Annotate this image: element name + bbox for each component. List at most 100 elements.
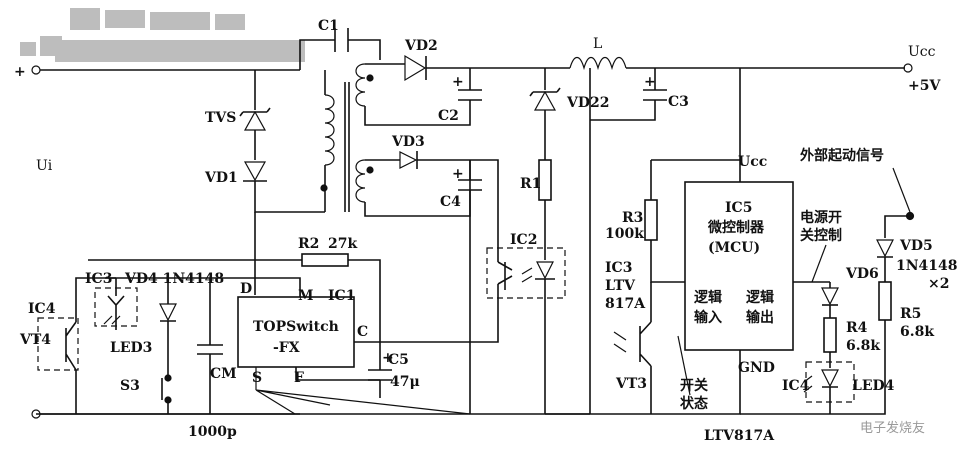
c3-label: C3 (668, 94, 689, 110)
vd4-label: VD4 1N4148 (124, 271, 224, 287)
cm-capacitor (197, 278, 223, 414)
secondary2-dot (366, 166, 374, 174)
sw-state-1: 开关 (680, 377, 708, 394)
ic2-label: IC2 (510, 232, 537, 248)
r2-value: 27k (328, 236, 357, 252)
v5-label: +5V (908, 78, 941, 94)
c2-plus: + (452, 74, 464, 90)
tvs-label: TVS (205, 110, 236, 126)
vd5-x2: ×2 (928, 276, 949, 292)
pin-m-label: M (298, 288, 314, 304)
pin-s-label: S (252, 370, 262, 386)
input-plus-label: + (14, 64, 26, 80)
vt4-label: VT4 (19, 332, 51, 348)
vd4-diode (159, 278, 177, 372)
ic3b-label: IC3 (605, 260, 632, 276)
logic-out-2: 输出 (746, 309, 774, 326)
ic2-led (535, 261, 555, 280)
logic-in-1: 逻辑 (694, 289, 722, 306)
vd6-diode (821, 287, 839, 306)
vd2-label: VD2 (404, 38, 438, 54)
c5-value: 47μ (390, 374, 420, 390)
mcu-ic5 (684, 181, 794, 351)
blurred-header (20, 8, 305, 62)
sw-state-2: 状态 (680, 395, 708, 412)
inductor-l (569, 56, 627, 71)
topswitch-ic (237, 296, 355, 368)
pin-d-label: D (240, 281, 252, 297)
c1-label: C1 (318, 18, 339, 34)
primary-dot (320, 184, 328, 192)
vd5-label: VD5 (899, 238, 933, 254)
led3-label: LED3 (110, 340, 152, 356)
ic4-right-label: IC4 (782, 378, 810, 394)
power-sw-1: 电源开 (800, 209, 842, 226)
c2-label: C2 (438, 108, 459, 124)
r5-resistor (878, 281, 892, 321)
ic4-left (37, 317, 79, 371)
mcu-en-label: (MCU) (708, 240, 760, 256)
gnd-label: GND (738, 360, 775, 376)
switch-state-pointer (677, 335, 691, 396)
c5-label: C5 (388, 352, 409, 368)
r5-value: 6.8k (900, 324, 934, 340)
tvs-diode (239, 107, 271, 131)
r2-resistor (301, 253, 349, 267)
r3-resistor (644, 199, 658, 241)
vd2-diode (404, 54, 427, 82)
vd22-label: VD22 (566, 95, 610, 111)
pin-f-label: F (294, 370, 304, 386)
s3-label: S3 (120, 378, 140, 394)
c3-plus: + (644, 74, 656, 90)
cm-label: CM (210, 366, 237, 382)
ic2-optocoupler (486, 247, 566, 299)
vd3-diode (399, 151, 418, 169)
power-sw-2: 关控制 (800, 227, 842, 244)
transformer-core (344, 82, 350, 212)
transformer-secondary-1 (355, 63, 366, 107)
r5-label: R5 (900, 306, 921, 322)
ui-label: Ui (36, 158, 53, 174)
power-ctrl-pointer (811, 244, 827, 283)
vt3-label: VT3 (615, 376, 647, 392)
c4-label: C4 (440, 194, 461, 210)
input-terminal-plus (31, 65, 41, 75)
vd3-label: VD3 (391, 134, 425, 150)
r4-resistor (823, 317, 837, 353)
led4 (803, 369, 839, 414)
led4-label: LED4 (852, 378, 895, 394)
ext-start-pointer (892, 167, 911, 213)
topswitch-text-2: -FX (273, 340, 300, 356)
ucc-out-terminal (903, 63, 913, 73)
c5-plus: + (382, 350, 394, 366)
vd1-diode (243, 161, 267, 182)
ic3-label: IC3 (85, 271, 112, 287)
s3-switch (161, 372, 172, 414)
r3-value: 100k (605, 226, 644, 242)
r4-label: R4 (846, 320, 868, 336)
secondary1-dot (366, 74, 374, 82)
logic-out-1: 逻辑 (746, 289, 774, 306)
ic4-left-label: IC4 (28, 301, 56, 317)
l-label: L (593, 36, 602, 52)
r4-value: 6.8k (846, 338, 880, 354)
ic5-label: IC5 (725, 200, 752, 216)
ext-start-label: 外部起动信号 (800, 147, 884, 164)
vd5-value: 1N4148 (896, 258, 957, 274)
source-return-wires (255, 367, 471, 415)
topswitch-text-1: TOPSwitch (253, 319, 339, 335)
r2-label: R2 (298, 236, 319, 252)
ic1-label: IC1 (328, 288, 355, 304)
r1-label: R1 (520, 176, 541, 192)
ltv-label: LTV (605, 278, 636, 294)
vd6-label: VD6 (845, 266, 879, 282)
logic-in-2: 输入 (694, 309, 722, 326)
vd1-label: VD1 (204, 170, 238, 186)
transformer-primary (324, 94, 335, 166)
ltv-num-label: 817A (605, 296, 646, 312)
ucc-mcu-label: Ucc (738, 154, 767, 170)
mcu-cn-label: 微控制器 (707, 219, 765, 236)
vt3-phototransistor (613, 282, 652, 414)
pin-c-label: C (357, 324, 368, 340)
